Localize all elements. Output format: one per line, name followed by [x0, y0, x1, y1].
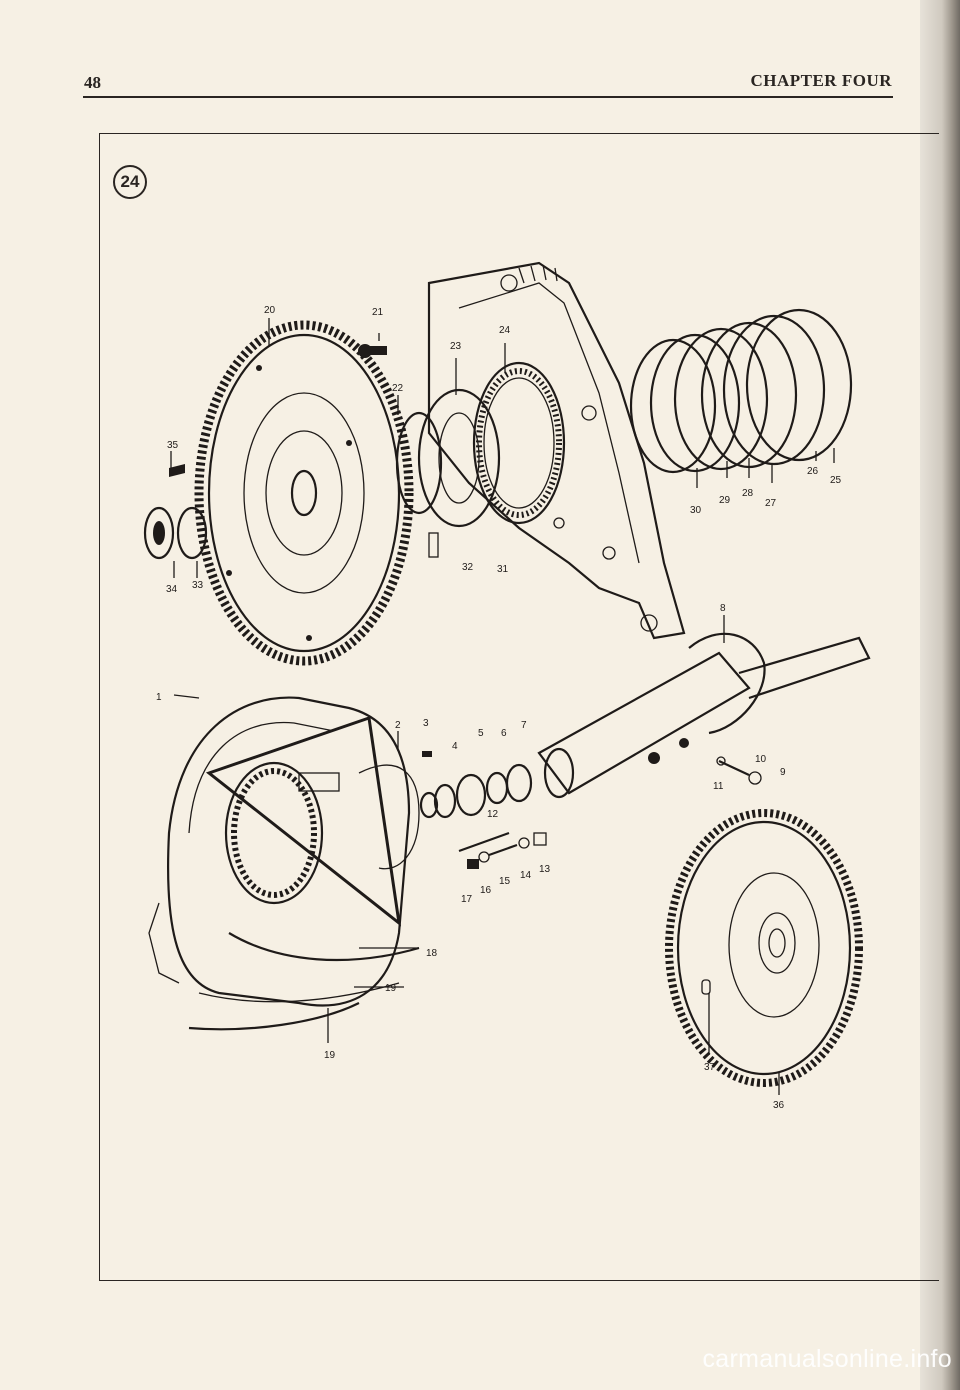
oil-jet-parts — [458, 831, 547, 869]
callout-23: 23 — [450, 341, 462, 352]
flywheel — [194, 320, 414, 666]
leader-lines — [170, 318, 835, 1095]
callout-10: 10 — [755, 754, 767, 765]
callout-5: 5 — [478, 728, 484, 739]
callout-14: 14 — [520, 870, 532, 881]
callout-19b: 19 — [324, 1050, 336, 1061]
callout-13: 13 — [539, 864, 551, 875]
dowel-pin — [428, 532, 439, 558]
main-bearing-assembly — [395, 361, 566, 528]
front-cover-housing — [427, 261, 686, 640]
rotor-housing — [148, 696, 411, 1007]
callout-30: 30 — [690, 505, 702, 516]
callout-8: 8 — [720, 603, 726, 614]
callout-26: 26 — [807, 466, 819, 477]
callout-34: 34 — [166, 584, 178, 595]
page-number: 48 — [84, 73, 101, 92]
callout-25: 25 — [830, 475, 842, 486]
callout-3: 3 — [423, 718, 429, 729]
exploded-parts-diagram: 1 2 3 4 5 6 7 8 9 10 11 12 13 14 15 16 1… — [143, 261, 871, 1111]
callout-18: 18 — [426, 948, 438, 959]
callout-11: 11 — [713, 781, 724, 792]
callout-37: 37 — [704, 1062, 716, 1073]
figure-number-badge: 24 — [113, 165, 147, 199]
callout-15: 15 — [499, 876, 511, 887]
callout-2: 2 — [395, 720, 401, 731]
nut-and-washer — [143, 464, 208, 560]
header-rule — [83, 96, 893, 98]
callout-29: 29 — [719, 495, 731, 506]
eccentric-shaft — [537, 632, 871, 799]
callout-4: 4 — [452, 741, 458, 752]
callout-35: 35 — [167, 440, 179, 451]
callout-7: 7 — [521, 720, 527, 731]
callout-6: 6 — [501, 728, 507, 739]
book-binding-shadow — [920, 0, 960, 1390]
rotor — [205, 715, 420, 927]
callout-36: 36 — [773, 1100, 785, 1111]
figure-frame — [99, 133, 939, 1281]
bolt-9 — [716, 756, 762, 785]
chapter-title: CHAPTER FOUR — [750, 71, 892, 90]
callout-labels: 1 2 3 4 5 6 7 8 9 10 11 12 13 14 15 16 1… — [156, 305, 842, 1111]
drive-plate — [665, 809, 863, 1087]
callout-9: 9 — [780, 767, 786, 778]
apex-side-seals — [188, 932, 420, 1031]
callout-28: 28 — [742, 488, 754, 499]
callout-12: 12 — [487, 809, 499, 820]
needle-bearing-parts — [419, 751, 533, 819]
bolt-21 — [358, 344, 387, 358]
callout-22: 22 — [392, 383, 404, 394]
callout-27: 27 — [765, 498, 777, 509]
callout-16: 16 — [480, 885, 492, 896]
callout-19a: 19 — [385, 983, 397, 994]
watermark-text: carmanualsonline.info — [702, 1345, 952, 1373]
callout-21: 21 — [372, 307, 384, 318]
callout-24: 24 — [499, 325, 511, 336]
callout-33: 33 — [192, 580, 204, 591]
callout-32: 32 — [462, 562, 474, 573]
callout-20: 20 — [264, 305, 276, 316]
seal-rings — [629, 308, 853, 474]
callout-17: 17 — [461, 894, 473, 905]
callout-31: 31 — [497, 564, 509, 575]
callout-1: 1 — [156, 692, 162, 703]
